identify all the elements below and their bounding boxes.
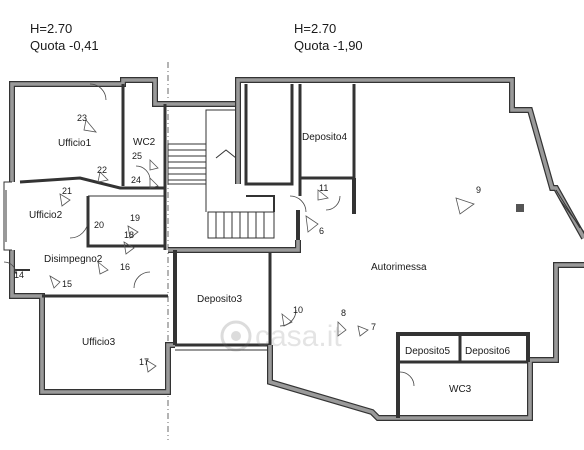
room-label-ufficio2: Ufficio2 bbox=[29, 210, 63, 221]
room-label-ufficio3: Ufficio3 bbox=[82, 337, 116, 348]
right-level-label: Quota -1,90 bbox=[294, 38, 363, 53]
marker-16: 16 bbox=[120, 262, 130, 272]
marker-18: 18 bbox=[124, 230, 134, 240]
marker-25: 25 bbox=[132, 151, 142, 161]
room-label-wc2: WC2 bbox=[133, 137, 156, 148]
stairs bbox=[167, 104, 275, 239]
marker-7: 7 bbox=[371, 322, 376, 332]
room-label-deposito4: Deposito4 bbox=[302, 132, 347, 143]
photo-markers bbox=[49, 119, 475, 373]
room-label-wc3: WC3 bbox=[449, 384, 472, 395]
room-label-deposito5: Deposito5 bbox=[405, 346, 450, 357]
marker-8: 8 bbox=[341, 308, 346, 318]
watermark: casa.it bbox=[220, 320, 342, 353]
marker-15: 15 bbox=[62, 279, 72, 289]
marker-9: 9 bbox=[476, 185, 481, 195]
marker-6: 6 bbox=[319, 226, 324, 236]
marker-11: 11 bbox=[319, 183, 328, 193]
room-label-deposito6: Deposito6 bbox=[465, 346, 510, 357]
room-label-deposito3: Deposito3 bbox=[197, 294, 242, 305]
watermark-text: casa.it bbox=[255, 320, 342, 353]
left-block-walls bbox=[3, 77, 238, 395]
marker-22: 22 bbox=[97, 165, 107, 175]
right-height-label: H=2.70 bbox=[294, 21, 336, 36]
deposito3-walls bbox=[168, 240, 301, 382]
marker-19: 19 bbox=[130, 213, 140, 223]
right-block-walls bbox=[235, 77, 584, 421]
marker-14: 14 bbox=[14, 270, 24, 280]
marker-20: 20 bbox=[94, 220, 104, 230]
room-label-ufficio1: Ufficio1 bbox=[58, 138, 92, 149]
room-label-autorimessa: Autorimessa bbox=[371, 262, 427, 273]
left-level-label: Quota -0,41 bbox=[30, 38, 99, 53]
marker-21: 21 bbox=[62, 186, 72, 196]
marker-10: 10 bbox=[293, 305, 303, 315]
marker-24: 24 bbox=[131, 175, 141, 185]
marker-23: 23 bbox=[77, 113, 87, 123]
room-label-disimpegno2: Disimpegno2 bbox=[44, 254, 103, 265]
marker-17: 17 bbox=[139, 357, 149, 367]
left-height-label: H=2.70 bbox=[30, 21, 72, 36]
